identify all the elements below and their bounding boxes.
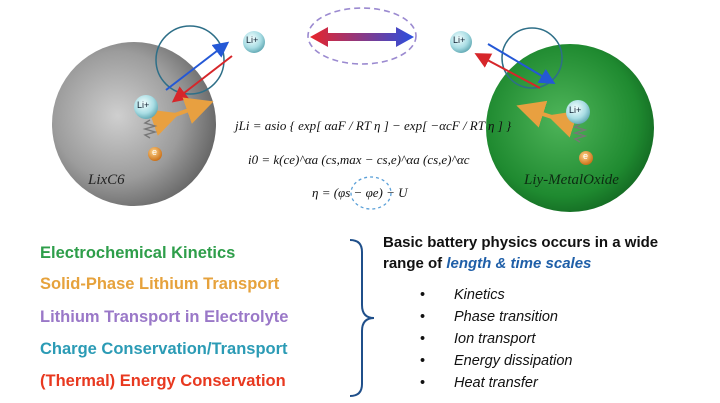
bullet-text: Heat transfer [454, 375, 538, 391]
bullet-symbol: • [420, 331, 426, 347]
category-energy-conservation: (Thermal) Energy Conservation [40, 372, 286, 390]
anode-flux-red-arrow [171, 55, 233, 103]
cathode-ion [566, 100, 590, 124]
ion-label-electrolyte-left: Li+ [246, 35, 259, 45]
anode-flux-blue-arrow [165, 41, 230, 91]
overpotential-highlight [350, 176, 392, 210]
anode-particle [52, 42, 216, 206]
bullet-symbol: • [420, 309, 426, 325]
bullet-item: • Phase transition [420, 309, 558, 325]
electrolyte-ion-left [243, 31, 265, 53]
electrolyte-ellipse [307, 7, 417, 65]
cathode-electron [579, 151, 593, 165]
electrolyte-ion-right [450, 31, 472, 53]
cathode-flux-blue-arrow [487, 43, 556, 85]
bullet-symbol: • [420, 353, 426, 369]
category-electrochemical-kinetics: Electrochemical Kinetics [40, 244, 236, 262]
category-electrolyte-transport: Lithium Transport in Electrolyte [40, 308, 289, 326]
summary-headline-emphasis: length & time scales [446, 255, 592, 272]
exchange-current-equation: i0 = k(ce)^αa (cs,max − cs,e)^αa (cs,e)^… [248, 152, 470, 167]
grouping-brace [349, 239, 375, 397]
bullet-text: Energy dissipation [454, 353, 573, 369]
bullet-item: • Energy dissipation [420, 353, 573, 369]
anode-spring [142, 119, 158, 139]
anode-material-label: LixC6 [88, 172, 125, 188]
cathode-flux-red-arrow [474, 53, 541, 89]
category-solid-phase-transport: Solid-Phase Lithium Transport [40, 275, 280, 293]
butler-volmer-equation: jLi = asio { exp[ αaF / RT η ] − exp[ −α… [235, 118, 512, 133]
bullet-symbol: • [420, 375, 426, 391]
category-charge-conservation: Charge Conservation/Transport [40, 340, 288, 358]
ion-label-cathode: Li+ [569, 105, 582, 115]
cathode-diffusion-arrow [516, 100, 579, 138]
bullet-item: • Ion transport [420, 331, 535, 347]
electron-label-anode: e [152, 147, 158, 157]
bullet-item: • Kinetics [420, 287, 505, 303]
bullet-text: Ion transport [454, 331, 536, 347]
cathode-spring [572, 123, 588, 143]
bullet-item: • Heat transfer [420, 375, 538, 391]
bullet-text: Phase transition [454, 309, 558, 325]
ion-label-anode: Li+ [137, 100, 150, 110]
anode-ion [134, 95, 158, 119]
summary-headline-text: Basic battery physics occurs in a wide r… [383, 234, 659, 272]
anode-electron [148, 147, 162, 161]
anode-interface-circle [155, 25, 225, 95]
bullet-text: Kinetics [454, 287, 505, 303]
cathode-material-label: Liy-MetalOxide [524, 172, 619, 188]
transport-double-arrow [310, 27, 414, 47]
summary-headline: Basic battery physics occurs in a wide r… [383, 232, 703, 274]
electron-label-cathode: e [583, 151, 589, 161]
anode-diffusion-arrow [148, 97, 214, 136]
cathode-interface-circle [501, 27, 563, 89]
ion-label-electrolyte-right: Li+ [453, 35, 466, 45]
overpotential-equation: η = (φs − φe) − U [312, 185, 408, 200]
bullet-symbol: • [420, 287, 426, 303]
